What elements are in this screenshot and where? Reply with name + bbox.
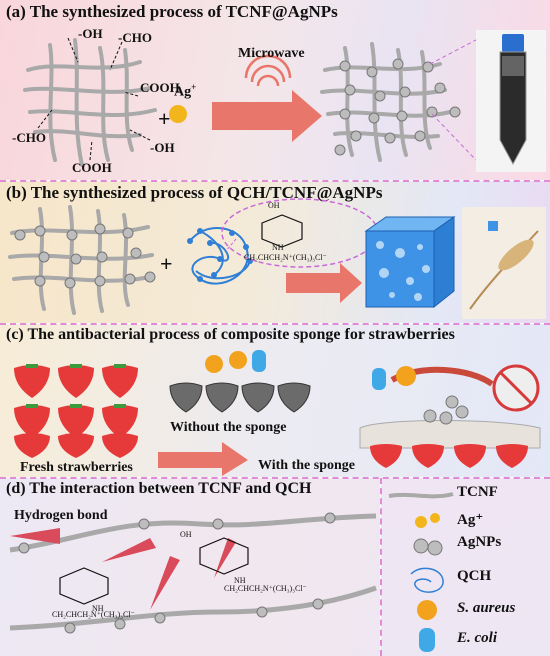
tcnf-legend-icon — [388, 492, 454, 499]
arrow-c — [158, 442, 248, 476]
rotten-strawberries — [169, 382, 311, 413]
sponge-layer — [359, 364, 541, 468]
panel-d: (d) The interaction between TCNF and QCH… — [0, 478, 380, 656]
panel-c-title: (c) The antibacterial process of composi… — [6, 326, 455, 343]
structure-oh: OH — [268, 201, 280, 210]
separator-legend — [380, 478, 382, 656]
legend-agnps: AgNPs — [457, 534, 502, 550]
panel-d-title: (d) The interaction between TCNF and QCH — [6, 480, 312, 497]
separator-bc — [0, 323, 550, 325]
d-nh-1: NH — [92, 604, 104, 613]
group-cho-left: -CHO — [12, 130, 46, 145]
d-chain-1: CH₂CHCH₂N⁺(CH₃)₃Cl⁻ — [52, 610, 135, 619]
qch-network — [189, 227, 251, 285]
group-cho-top: -CHO — [118, 30, 152, 45]
group-cooh-bottom: COOH — [72, 160, 112, 175]
arrow-b — [286, 263, 362, 303]
legend-icons — [388, 492, 454, 652]
panel-a: (a) The synthesized process of TCNF@AgNP… — [0, 0, 550, 180]
legend-ag-ion: Ag⁺ — [457, 512, 484, 528]
qch-legend-icon — [410, 567, 444, 593]
panel-a-graphic — [23, 30, 546, 172]
ag-ion-legend-icon — [415, 516, 427, 528]
agnps-particles — [334, 58, 461, 156]
with-sponge-label: With the sponge — [258, 458, 355, 473]
group-oh-top: -OH — [78, 26, 103, 41]
panel-b: (b) The synthesized process of QCH/TCNF@… — [0, 181, 550, 323]
legend: TCNF Ag⁺ AgNPs QCH S. aureus E. coli — [381, 478, 550, 656]
panel-c: (c) The antibacterial process of composi… — [0, 324, 550, 477]
d-nh-2: NH — [234, 576, 246, 585]
d-oh-1: OH — [180, 530, 192, 539]
glucosamine-ring — [261, 214, 303, 248]
s-aureus-legend-icon — [417, 600, 437, 620]
panel-d-graphic — [9, 512, 377, 634]
legend-e-coli: E. coli — [457, 630, 497, 646]
microwave-waves — [244, 54, 292, 87]
legend-qch: QCH — [457, 568, 492, 584]
separator-ab — [0, 180, 550, 182]
ag-ion-dot — [169, 105, 187, 123]
d-chain-2: CH₂CHCH₂N⁺(CH₃)₃Cl⁻ — [224, 584, 307, 593]
tcnf-fiber-bottom — [9, 585, 377, 631]
tcnf-network — [23, 38, 157, 167]
group-cooh-right: COOH — [140, 80, 180, 95]
tcnf-fiber-top — [9, 513, 377, 553]
e-coli-legend-icon — [419, 628, 435, 652]
tcnf-agnps-network — [320, 42, 452, 162]
qch-nodes — [187, 228, 253, 282]
sponge-cube — [364, 216, 456, 309]
panel-a-title: (a) The synthesized process of TCNF@AgNP… — [6, 2, 338, 21]
agnps-legend-icon — [413, 538, 429, 554]
structure-nh: NH — [272, 243, 284, 252]
panel-b-graphic — [8, 198, 546, 319]
panel-b-title: (b) The synthesized process of QCH/TCNF@… — [6, 183, 383, 202]
without-sponge-label: Without the sponge — [170, 420, 287, 435]
group-oh-right: -OH — [150, 140, 175, 155]
bacteria-icons — [205, 350, 266, 373]
hydrogen-bond-wedges — [10, 528, 236, 610]
plus-a: + — [158, 106, 171, 131]
plus-b: + — [160, 251, 173, 276]
arrow-a — [212, 90, 322, 142]
legend-tcnf: TCNF — [457, 484, 498, 500]
microwave-label: Microwave — [238, 46, 305, 61]
ag-ion-label: Ag+ — [174, 82, 197, 100]
strawberries-grid — [14, 364, 138, 458]
separator-cd — [0, 477, 550, 479]
fresh-strawberries-label: Fresh strawberries — [20, 460, 133, 475]
legend-s-aureus: S. aureus — [457, 600, 516, 616]
hbond-label: Hydrogen bond — [14, 508, 108, 523]
structure-chain: CH₂CHCH₂N⁺(CH₃)₃Cl⁻ — [244, 253, 327, 262]
panel-c-graphic — [14, 350, 541, 476]
